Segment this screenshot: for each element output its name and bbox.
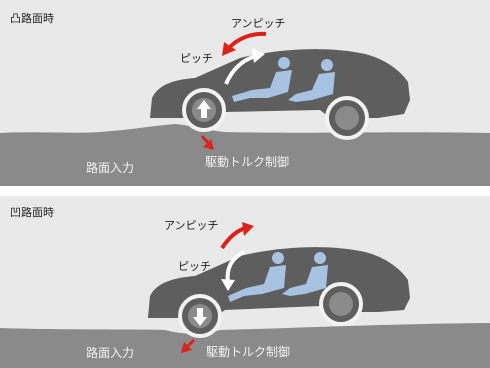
torque-control-label: 駆動トルク制御 [206,345,291,359]
torque-control-label: 駆動トルク制御 [205,155,290,169]
up-arrow-icon [197,100,211,118]
bump-road-panel: 凸路面時 アンピッチ ピッチ 路面入力 駆動トルク制御 [0,0,490,186]
pitch-arrow-icon [225,250,245,283]
passenger-rear [282,252,328,296]
road-surface [0,323,490,368]
pitch-label: ピッチ [180,52,213,65]
anti-pitch-label: アンピッチ [231,17,286,30]
panel-title: 凸路面時 [10,12,54,25]
panel-title: 凹路面時 [10,206,54,219]
passenger-rear [288,59,335,102]
anti-pitch-arrow-icon [220,226,247,250]
anti-pitch-arrow-icon [227,31,267,50]
bump-road-illustration [0,31,490,186]
down-arrow-icon [193,308,207,326]
pitch-arrow-icon [224,54,257,85]
passenger-front [228,252,286,302]
passenger-front [232,57,292,102]
road-surface [0,124,490,186]
road-input-label: 路面入力 [86,161,135,175]
pitch-label: ピッチ [178,260,211,273]
road-input-label: 路面入力 [86,346,135,360]
anti-pitch-label: アンピッチ [164,219,219,232]
dip-road-illustration [0,222,490,368]
dip-road-panel: 凹路面時 アンピッチ ピッチ 路面入力 駆動トルク制御 [0,196,490,368]
